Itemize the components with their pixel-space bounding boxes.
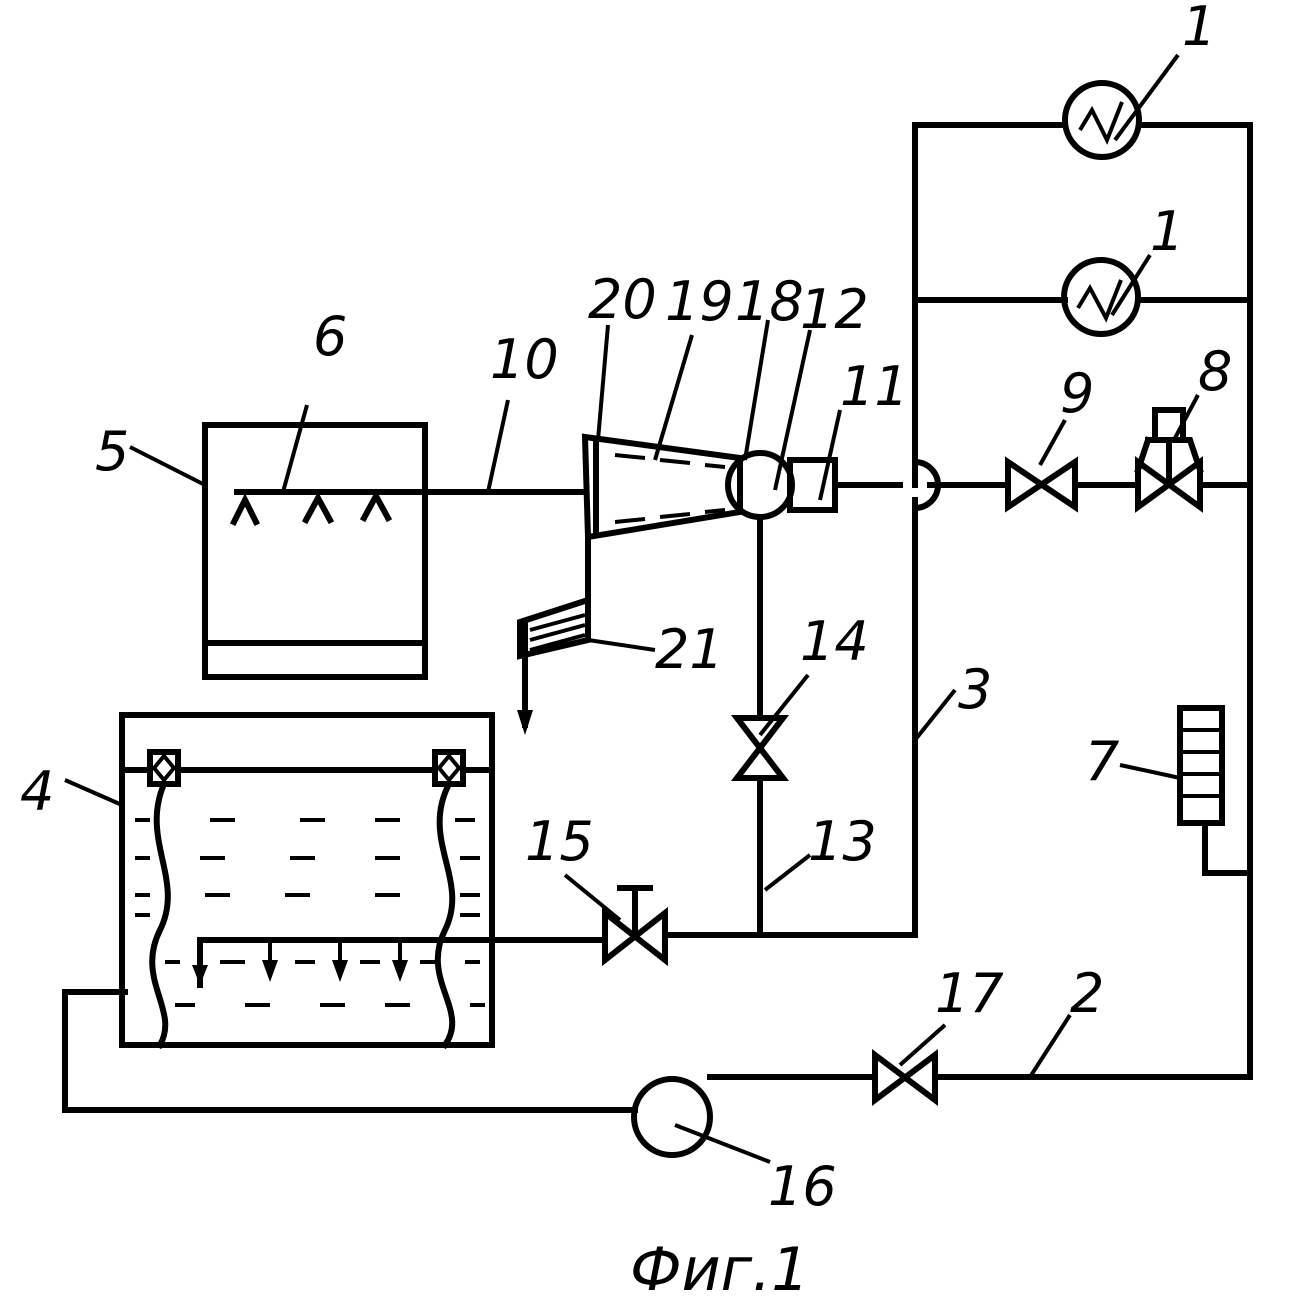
- label-10: 10: [490, 328, 559, 391]
- label-5: 5: [95, 420, 129, 483]
- figure-caption: Фиг.1: [630, 1235, 809, 1305]
- return-line: [65, 992, 935, 1155]
- label-21: 21: [655, 618, 724, 681]
- heater-loop: [665, 125, 1250, 1077]
- tank-4: [122, 715, 605, 1045]
- valve-9: [1008, 462, 1075, 507]
- label-14: 14: [800, 610, 869, 673]
- heater-1-middle: [1064, 260, 1138, 334]
- label-7: 7: [1085, 730, 1119, 793]
- leader-lines: [65, 55, 1198, 1162]
- label-12: 12: [800, 278, 869, 341]
- label-9: 9: [1060, 362, 1094, 425]
- valve-15: [605, 888, 665, 960]
- label-4: 4: [20, 760, 54, 823]
- label-13: 13: [808, 810, 877, 873]
- label-16: 16: [768, 1155, 837, 1218]
- label-18: 18: [735, 270, 804, 333]
- label-1-middle: 1: [1150, 200, 1184, 263]
- label-15: 15: [525, 810, 594, 873]
- label-17: 17: [935, 962, 1004, 1025]
- label-20: 20: [588, 268, 657, 331]
- valve-8: [1138, 410, 1200, 507]
- label-2: 2: [1070, 962, 1104, 1025]
- item-7: [1180, 708, 1250, 873]
- label-3: 3: [958, 658, 992, 721]
- label-1-top: 1: [1182, 0, 1216, 58]
- label-11: 11: [840, 355, 909, 418]
- label-6: 6: [313, 305, 347, 368]
- label-19: 19: [665, 270, 734, 333]
- label-8: 8: [1198, 340, 1232, 403]
